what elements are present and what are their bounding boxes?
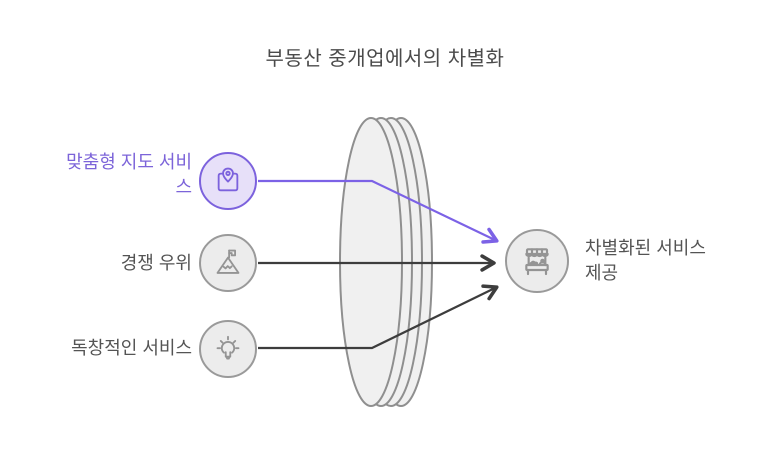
- input-label-custom-map-service: 맞춤형 지도 서비 스: [0, 150, 192, 200]
- input-label-line: 스: [175, 177, 192, 197]
- map-pin-icon: [199, 152, 257, 210]
- diagram-title: 부동산 중개업에서의 차별화: [265, 48, 505, 70]
- arrow-original-service: [258, 284, 499, 350]
- output-label-line: 제공: [585, 263, 619, 283]
- market-stall-icon: [505, 229, 569, 293]
- input-label-original-service: 독창적인 서비스: [0, 336, 192, 361]
- input-label-competitive-advantage: 경쟁 우위: [0, 251, 192, 276]
- input-label-line: 경쟁 우위: [120, 253, 192, 273]
- output-label: 차별화된 서비스 제공: [585, 236, 745, 286]
- input-label-line: 독창적인 서비스: [71, 338, 192, 358]
- input-label-line: 맞춤형 지도 서비: [66, 152, 192, 172]
- arrow-custom-map-service: [258, 179, 499, 244]
- mountain-flag-icon: [199, 234, 257, 292]
- lightbulb-icon: [199, 320, 257, 378]
- output-label-line: 차별화된 서비스: [585, 238, 706, 258]
